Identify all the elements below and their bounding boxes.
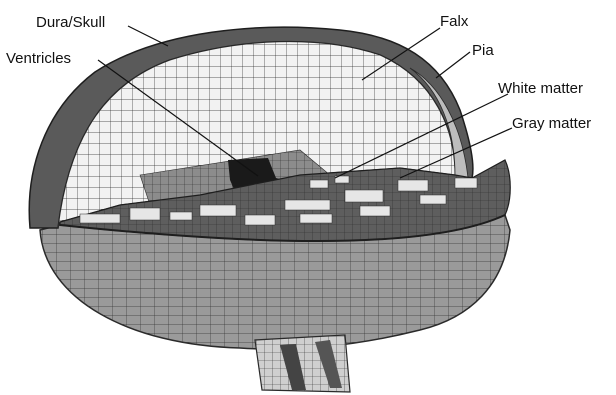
label-pia: Pia [472, 42, 494, 59]
label-white-matter: White matter [498, 80, 583, 97]
label-falx: Falx [440, 13, 469, 30]
dura-skull-leader [128, 26, 168, 46]
label-ventricles: Ventricles [6, 50, 71, 67]
label-dura-skull: Dura/Skull [36, 14, 105, 31]
pia-leader [436, 52, 470, 78]
label-gray-matter: Gray matter [512, 115, 591, 132]
